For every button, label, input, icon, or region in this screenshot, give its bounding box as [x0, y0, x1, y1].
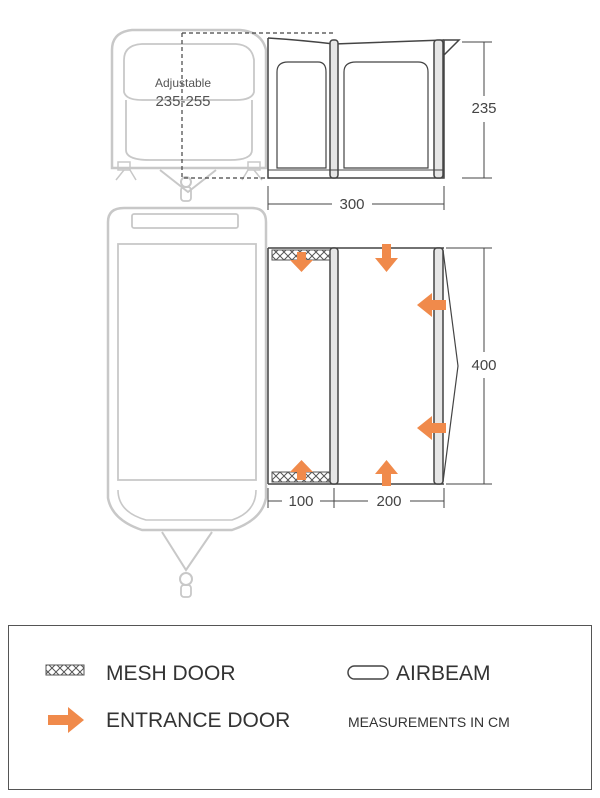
section-a-label: 100 [288, 493, 313, 510]
height-label: 235 [471, 100, 496, 117]
width-label: 300 [339, 196, 364, 213]
awning-floor-plan [267, 247, 459, 485]
legend-entrance-door-label: ENTRANCE DOOR [106, 709, 291, 732]
awning-front-elevation [267, 37, 461, 179]
section-b-label: 200 [376, 493, 401, 510]
section-dimensions [267, 488, 445, 508]
legend-airbeam-label: AIRBEAM [396, 662, 491, 685]
depth-label: 400 [471, 357, 496, 374]
caravan-front-view [110, 28, 268, 202]
legend-measurements-label: MEASUREMENTS IN CM [348, 714, 510, 730]
legend [8, 625, 592, 790]
adjustable-label: Adjustable [155, 76, 211, 90]
adjustable-range-label: 235-255 [155, 93, 210, 110]
legend-mesh-door-label: MESH DOOR [106, 662, 236, 685]
caravan-plan-view [106, 206, 268, 598]
width-dimension [267, 186, 445, 210]
height-dimension [462, 41, 492, 179]
depth-dimension [446, 247, 492, 485]
entrance-door-arrows [290, 244, 446, 486]
